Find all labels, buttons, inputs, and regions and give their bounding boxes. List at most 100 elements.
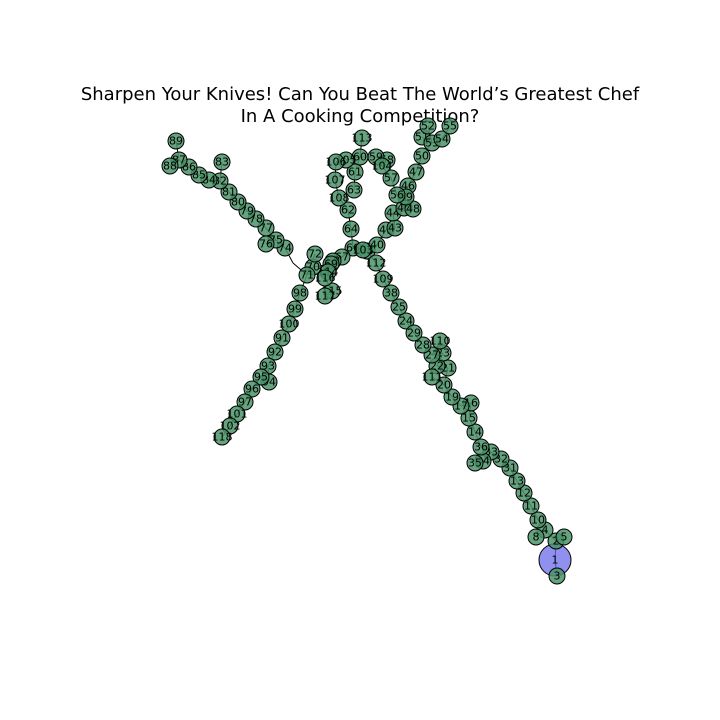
node-110: 110 [430,332,451,350]
node-circle [373,157,391,175]
node-label: 13 [510,475,524,488]
node-81: 81 [220,183,238,201]
node-label: 19 [445,391,459,404]
node-label: 54 [435,133,449,146]
node-label: 112 [366,257,387,270]
node-label: 12 [517,487,531,500]
node-circle [443,388,461,406]
node-label: 20 [437,379,451,392]
node-circle [306,245,324,263]
node-label: 40 [370,239,384,252]
node-circle [213,428,231,446]
node-circle [508,472,526,490]
node-circle [466,454,484,472]
node-19: 19 [443,388,461,406]
node-circle [367,254,385,272]
node-label: 10 [531,514,545,527]
node-circle [298,266,316,284]
node-52: 52 [419,117,437,135]
node-circle [220,183,238,201]
node-circle [346,163,364,181]
node-109: 109 [373,270,394,288]
node-circle [243,380,261,398]
node-circle [388,186,406,204]
node-label: 106 [326,156,347,169]
node-112: 112 [366,254,387,272]
node-circle [291,284,309,302]
node-label: 50 [415,150,429,163]
diagram-title-line-2: In A Cooking Competition? [240,106,480,127]
node-label: 15 [462,412,476,425]
node-label: 89 [169,135,183,148]
node-label: 108 [329,192,350,205]
node-label: 92 [268,346,282,359]
node-62: 62 [339,201,357,219]
node-circle [419,117,437,135]
node-label: 62 [341,204,355,217]
node-89: 89 [167,132,185,150]
node-circle [435,376,453,394]
node-circle [339,201,357,219]
node-56: 56 [388,186,406,204]
node-101: 101 [227,405,248,423]
node-circle [405,324,423,342]
node-circle [327,153,345,171]
node-label: 56 [390,189,404,202]
node-circle [433,130,451,148]
node-label: 93 [261,360,275,373]
node-117: 117 [315,287,336,305]
node-label: 117 [315,290,336,303]
node-label: 116 [315,272,336,285]
node-circle [382,284,400,302]
node-label: 1 [552,554,559,567]
node-88: 88 [161,157,179,175]
node-113: 113 [352,129,373,147]
node-8: 8 [527,528,545,546]
node-111: 111 [422,368,443,386]
node-99: 99 [286,300,304,318]
node-96: 96 [243,380,261,398]
node-circle [382,169,400,187]
node-label: 104 [372,160,393,173]
node-107: 107 [325,171,346,189]
node-label: 47 [409,166,423,179]
node-circle [354,241,372,259]
node-label: 83 [215,156,229,169]
node-label: 28 [416,339,430,352]
node-label: 5 [561,531,568,544]
node-circle [280,315,298,333]
node-circle [555,528,573,546]
node-label: 24 [399,315,413,328]
node-47: 47 [407,163,425,181]
node-circle [413,147,431,165]
node-circle [390,298,408,316]
node-61: 61 [346,163,364,181]
node-label: 60 [353,151,367,164]
node-10: 10 [529,511,547,529]
node-3: 3 [548,567,566,585]
node-label: 113 [352,132,373,145]
node-label: 8 [533,531,540,544]
node-55: 55 [441,117,459,135]
node-circle [441,117,459,135]
node-95: 95 [252,368,270,386]
node-label: 48 [406,203,420,216]
node-106: 106 [326,153,347,171]
node-label: 35 [468,457,482,470]
node-72: 72 [306,245,324,263]
node-label: 36 [474,441,488,454]
node-label: 107 [325,174,346,187]
node-20: 20 [435,376,453,394]
node-circle [374,270,392,288]
nodes-layer: 1234581011121314151617192021222324252728… [161,117,573,585]
node-label: 80 [231,196,245,209]
node-circle [529,511,547,529]
node-104: 104 [372,157,393,175]
node-97: 97 [236,393,254,411]
node-label: 81 [222,186,236,199]
node-91: 91 [273,329,291,347]
node-label: 77 [259,222,273,235]
node-label: 29 [407,327,421,340]
